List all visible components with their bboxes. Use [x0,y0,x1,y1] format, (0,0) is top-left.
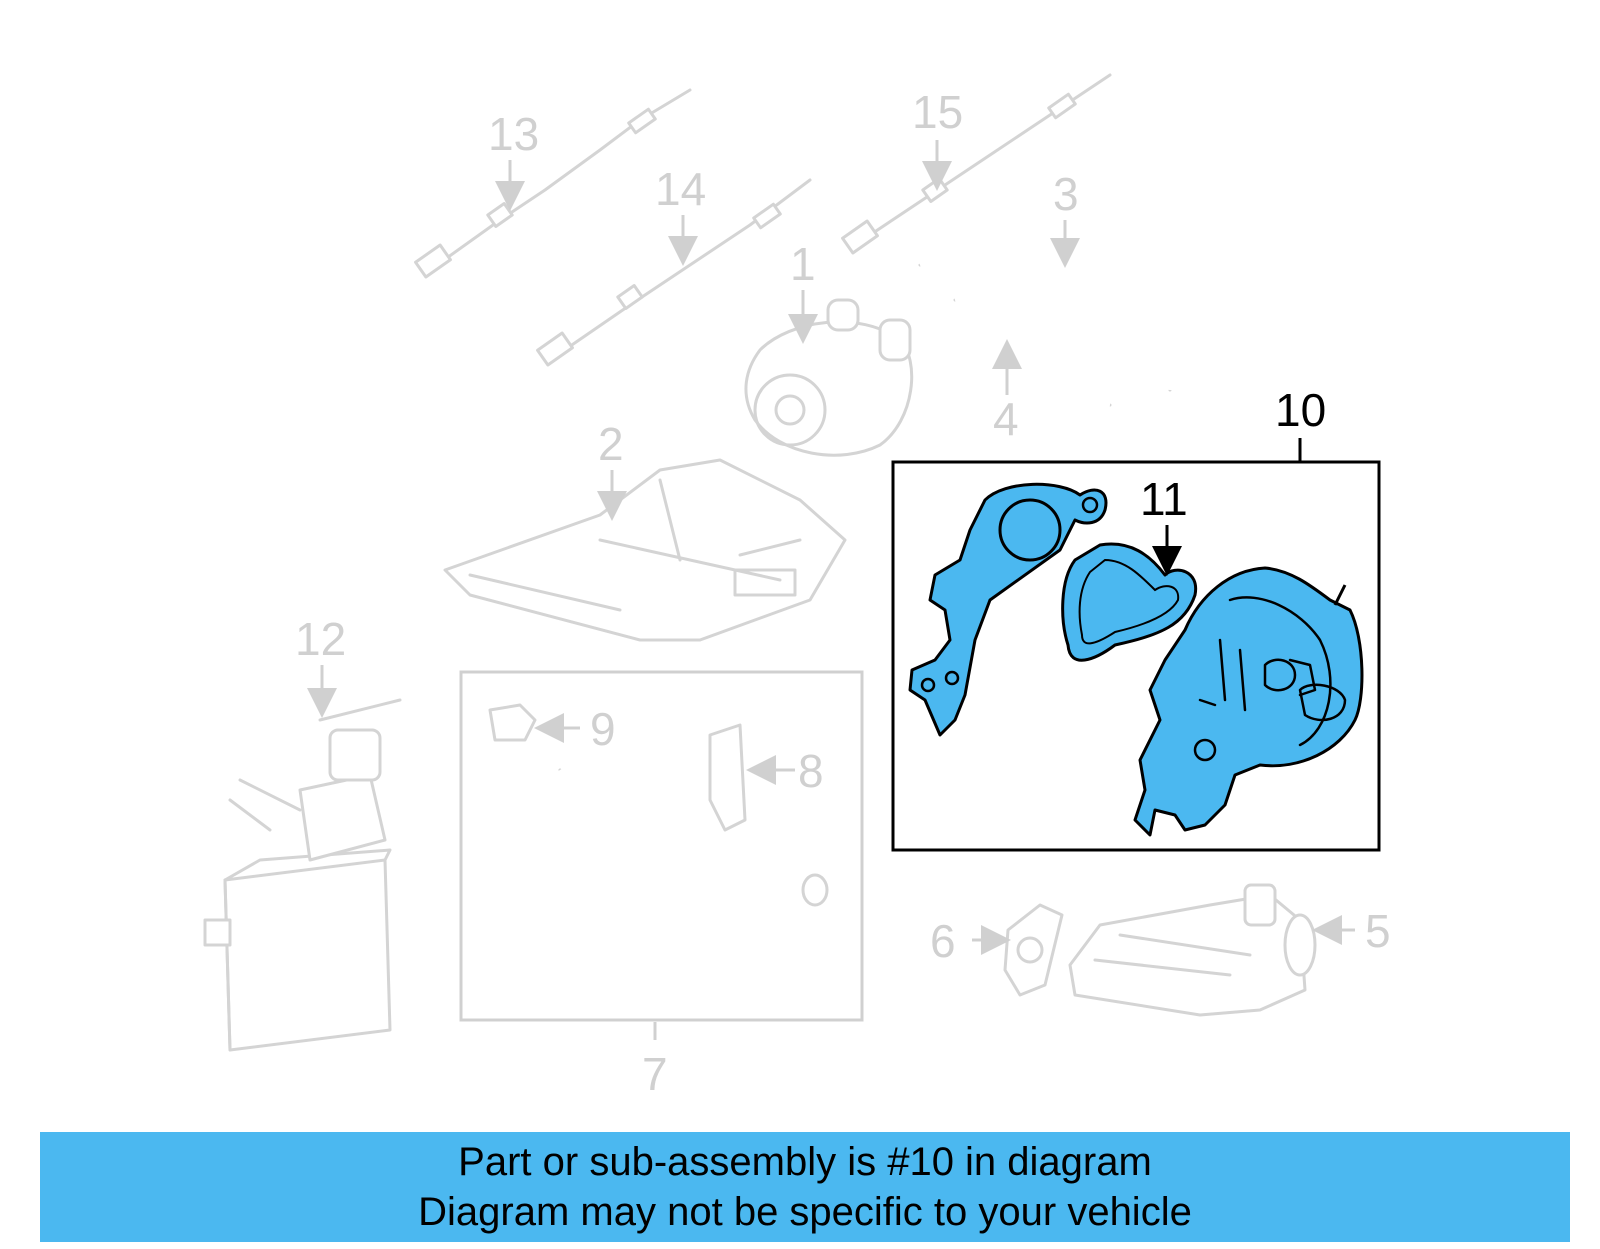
callout-11[interactable]: 11 [1140,473,1188,525]
callout-12[interactable]: 12 [295,613,346,665]
callout-5[interactable]: 5 [1365,905,1391,957]
callout-1[interactable]: 1 [790,238,816,290]
water-pump-1[interactable] [744,298,914,457]
hose-4[interactable] [953,294,1112,409]
tube-kit-7[interactable] [459,670,864,1022]
gasket-6[interactable] [1003,903,1064,997]
callout-7[interactable]: 7 [642,1048,668,1100]
vacuum-pump[interactable] [1133,566,1364,837]
bracket-gasket[interactable] [908,482,1108,737]
banner-line-2: Diagram may not be specific to your vehi… [418,1190,1192,1234]
callout-15[interactable]: 15 [912,86,963,138]
assembly-10-box [891,460,1381,852]
callout-13[interactable]: 13 [488,108,539,160]
callout-6[interactable]: 6 [930,915,956,967]
callout-10[interactable]: 10 [1275,384,1326,436]
callout-9[interactable]: 9 [590,703,616,755]
canister-12[interactable] [203,698,402,1052]
sensor-15[interactable] [841,73,1112,255]
callout-14[interactable]: 14 [655,163,706,215]
banner-line-1: Part or sub-assembly is #10 in diagram [458,1140,1152,1184]
callout-2[interactable]: 2 [598,418,624,470]
callout-4[interactable]: 4 [993,393,1019,445]
callout-3[interactable]: 3 [1053,168,1079,220]
hose-3[interactable] [918,251,1180,392]
info-banner: Part or sub-assembly is #10 in diagram D… [40,1132,1570,1242]
vacuum-pump-assembly-10[interactable]: 10 11 [891,384,1381,852]
sensor-13[interactable] [414,88,692,279]
callout-8[interactable]: 8 [798,745,824,797]
manifold-2[interactable] [443,458,847,642]
housing-5[interactable] [1068,883,1317,1017]
